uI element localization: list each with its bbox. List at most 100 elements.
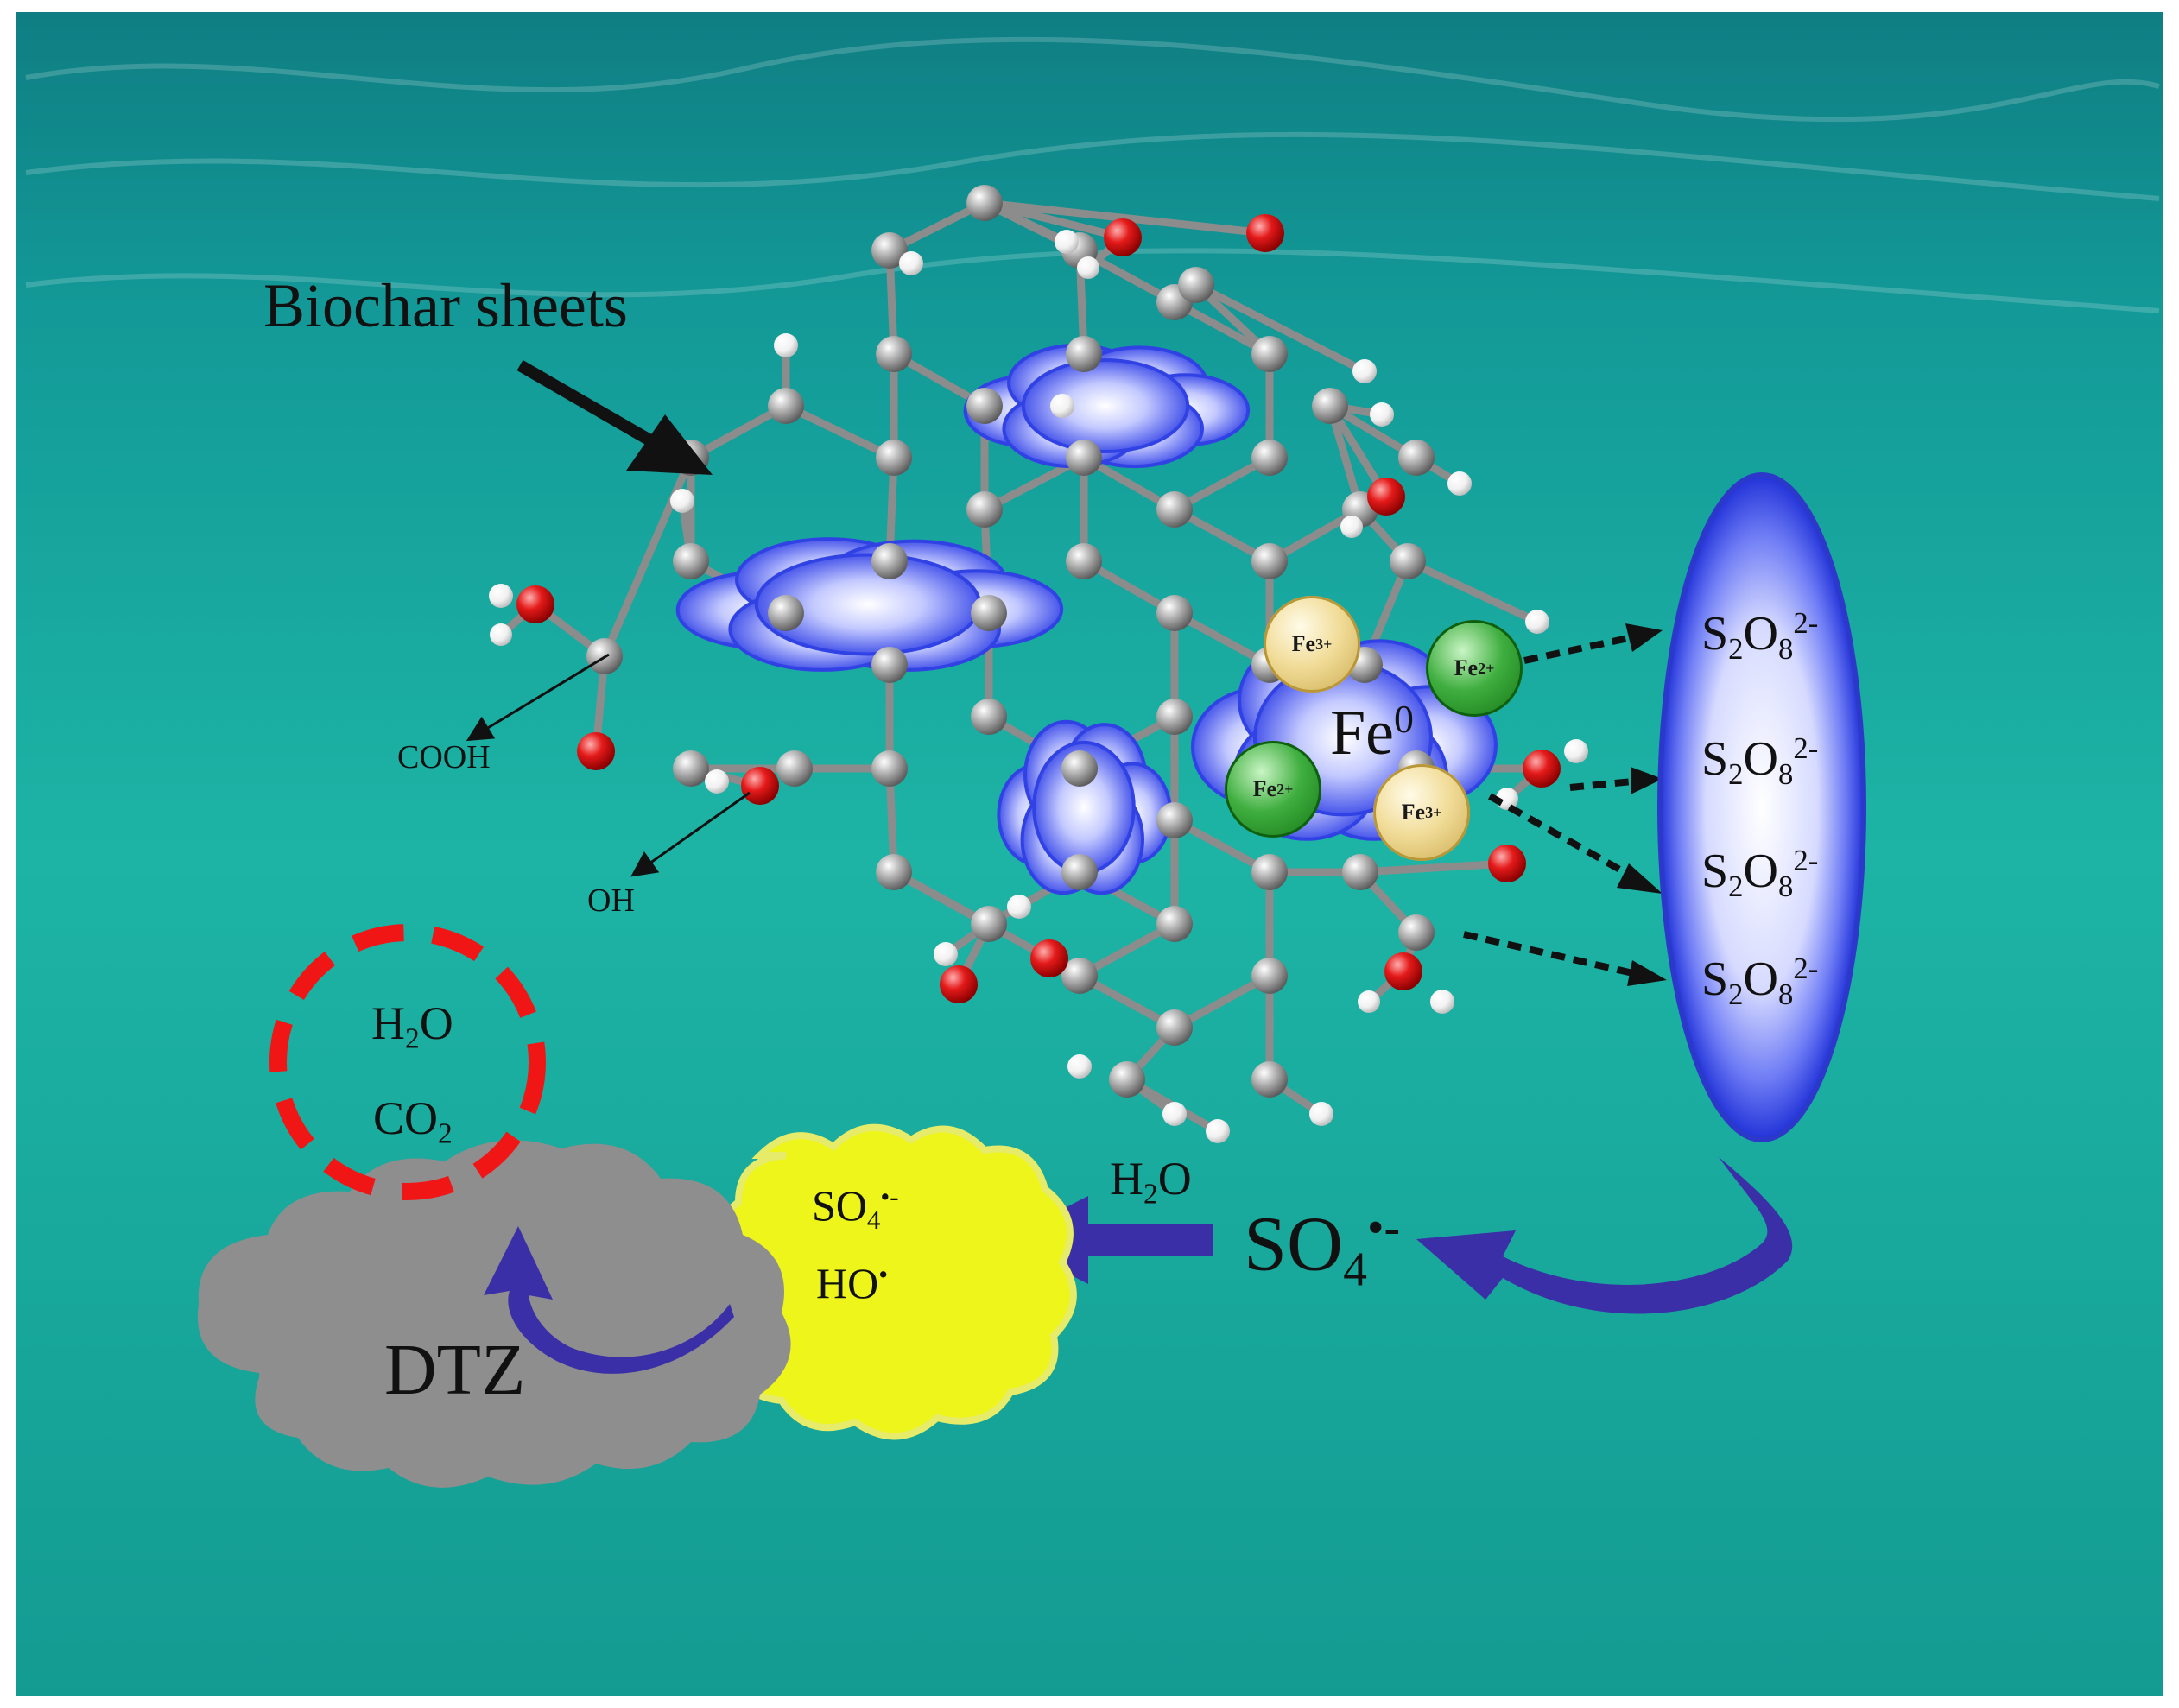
carbon-atom <box>876 854 912 890</box>
hydrogen-atom <box>1206 1119 1230 1143</box>
carbon-atom <box>1061 854 1098 890</box>
carbon-atom <box>1251 854 1288 890</box>
carbon-atom <box>966 388 1003 424</box>
carbon-atom <box>1109 1061 1145 1098</box>
oxygen-atom <box>1246 214 1284 252</box>
hydrogen-atom <box>1358 990 1380 1013</box>
product-h2o-label: H2O <box>371 997 453 1055</box>
carbon-atom <box>1156 595 1193 631</box>
radicals-to-dtz-arrow <box>484 1226 734 1374</box>
oxygen-atom <box>1104 218 1142 256</box>
carbon-atom <box>1156 491 1193 528</box>
carbon-atom <box>1066 336 1102 372</box>
hydrogen-atom <box>1077 256 1099 279</box>
cooh-pointer-arrow <box>466 653 610 742</box>
bond <box>1192 281 1369 376</box>
hydrogen-atom <box>1340 516 1363 538</box>
persulfate-label-4: S2O82- <box>1701 952 1819 1012</box>
carbon-atom <box>876 336 912 372</box>
bond <box>782 402 898 462</box>
carbon-atom <box>1251 1061 1288 1098</box>
carbon-atom <box>871 647 908 683</box>
cooh-label: COOH <box>397 739 491 775</box>
hydrogen-atom <box>899 251 923 275</box>
persulfate-activation-arrows <box>1463 634 1638 977</box>
carbon-atom <box>1390 543 1426 579</box>
product-ring <box>269 924 546 1200</box>
hydrogen-atom <box>1055 230 1079 254</box>
hydrogen-atom <box>1496 788 1518 810</box>
radical-so4-label: SO4•- <box>812 1181 899 1235</box>
bond <box>1403 557 1542 626</box>
hydrogen-atom <box>489 584 513 608</box>
biochar-pointer-arrow <box>516 359 713 475</box>
carbon-atom <box>871 750 908 787</box>
persulfate-label-3: S2O82- <box>1701 844 1819 904</box>
carbon-atom <box>1398 440 1435 476</box>
carbon-atom <box>1312 388 1348 424</box>
carbon-atom <box>971 906 1007 942</box>
carbon-atom <box>1251 440 1288 476</box>
carbon-atom <box>1061 958 1098 994</box>
radical-ho-label: HO• <box>816 1259 889 1308</box>
carbon-atom <box>768 595 804 631</box>
persulfate-label-2: S2O82- <box>1701 731 1819 792</box>
carbon-atom <box>673 750 709 787</box>
oxygen-atom <box>1523 750 1561 788</box>
biochar-cloud-top <box>963 343 1251 469</box>
persulfate-ellipse <box>1657 472 1866 1142</box>
persulfate-to-sulfate-arrow <box>1416 1157 1793 1314</box>
hydrogen-atom <box>1309 1102 1333 1126</box>
hydrogen-atom <box>1430 990 1454 1014</box>
carbon-atom <box>1251 543 1288 579</box>
hydrogen-atom <box>934 942 958 966</box>
carbon-atom <box>1156 802 1193 838</box>
hydrogen-atom <box>1564 739 1588 763</box>
molecule-atoms <box>489 185 1588 1143</box>
hydrogen-atom <box>774 333 798 357</box>
dtz-label: DTZ <box>384 1330 526 1410</box>
persulfate-arrowheads <box>1617 623 1667 986</box>
carbon-atom <box>776 750 813 787</box>
carbon-atom <box>1342 854 1378 890</box>
water-arrow-label: H2O <box>1110 1153 1192 1211</box>
hydrogen-atom <box>1162 1102 1187 1126</box>
carbon-atom <box>1061 750 1098 787</box>
carbon-atom <box>1156 1009 1193 1046</box>
oh-pointer-arrow <box>630 791 751 877</box>
carbon-atom <box>1156 699 1193 735</box>
persulfate-label-1: S2O82- <box>1701 606 1819 667</box>
biochar-sheets-label: Biochar sheets <box>263 271 628 340</box>
hydrogen-atom <box>1007 895 1031 919</box>
oxygen-atom <box>741 767 779 805</box>
hydrogen-atom <box>705 769 729 794</box>
oxygen-atom <box>1384 952 1422 990</box>
hydrogen-atom <box>1525 610 1549 634</box>
carbon-atom <box>966 491 1003 528</box>
product-co2-label: CO2 <box>373 1092 453 1150</box>
hydrogen-atom <box>1370 402 1394 427</box>
carbon-atom <box>1398 914 1435 951</box>
bond <box>890 868 1054 963</box>
hydrogen-atom <box>1067 1054 1092 1079</box>
dtz-cloud <box>197 1140 791 1488</box>
carbon-atom <box>1251 958 1288 994</box>
oxygen-atom <box>940 965 978 1003</box>
carbon-atom <box>966 185 1003 221</box>
carbon-atom <box>871 543 908 579</box>
oxygen-atom <box>1488 845 1526 882</box>
hydrogen-atom <box>1050 394 1074 418</box>
hydrogen-atom <box>670 489 694 513</box>
carbon-atom <box>1156 906 1193 942</box>
oxygen-atom <box>516 585 554 623</box>
carbon-atom <box>1066 440 1102 476</box>
hydrogen-atom <box>1352 359 1377 383</box>
oh-label: OH <box>587 882 635 919</box>
carbon-atom <box>1178 267 1214 303</box>
carbon-atom <box>1066 543 1102 579</box>
